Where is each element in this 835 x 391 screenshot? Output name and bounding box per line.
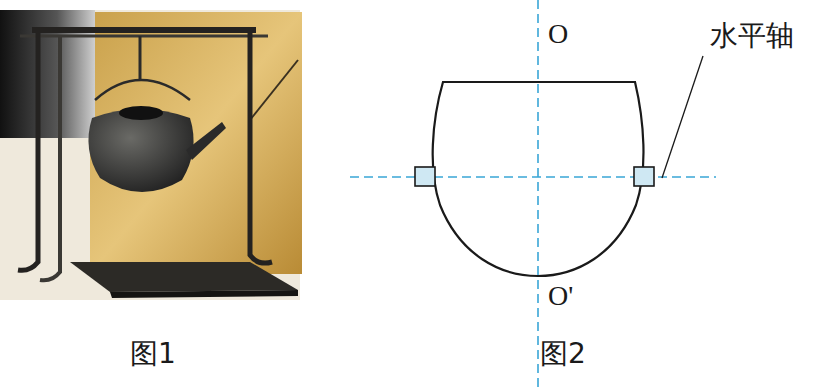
point-label: O (548, 20, 568, 48)
horizontal-axis (350, 176, 716, 178)
figure-caption: 图1 (130, 340, 176, 368)
figure-caption: 图2 (540, 340, 586, 368)
axis-label: 水平轴 (710, 22, 794, 50)
photo (0, 10, 302, 300)
axle-lug (415, 167, 435, 186)
point-label: O' (548, 282, 573, 310)
axis-oo (537, 0, 539, 391)
leader-line (662, 56, 703, 178)
axle-lug (634, 167, 654, 186)
